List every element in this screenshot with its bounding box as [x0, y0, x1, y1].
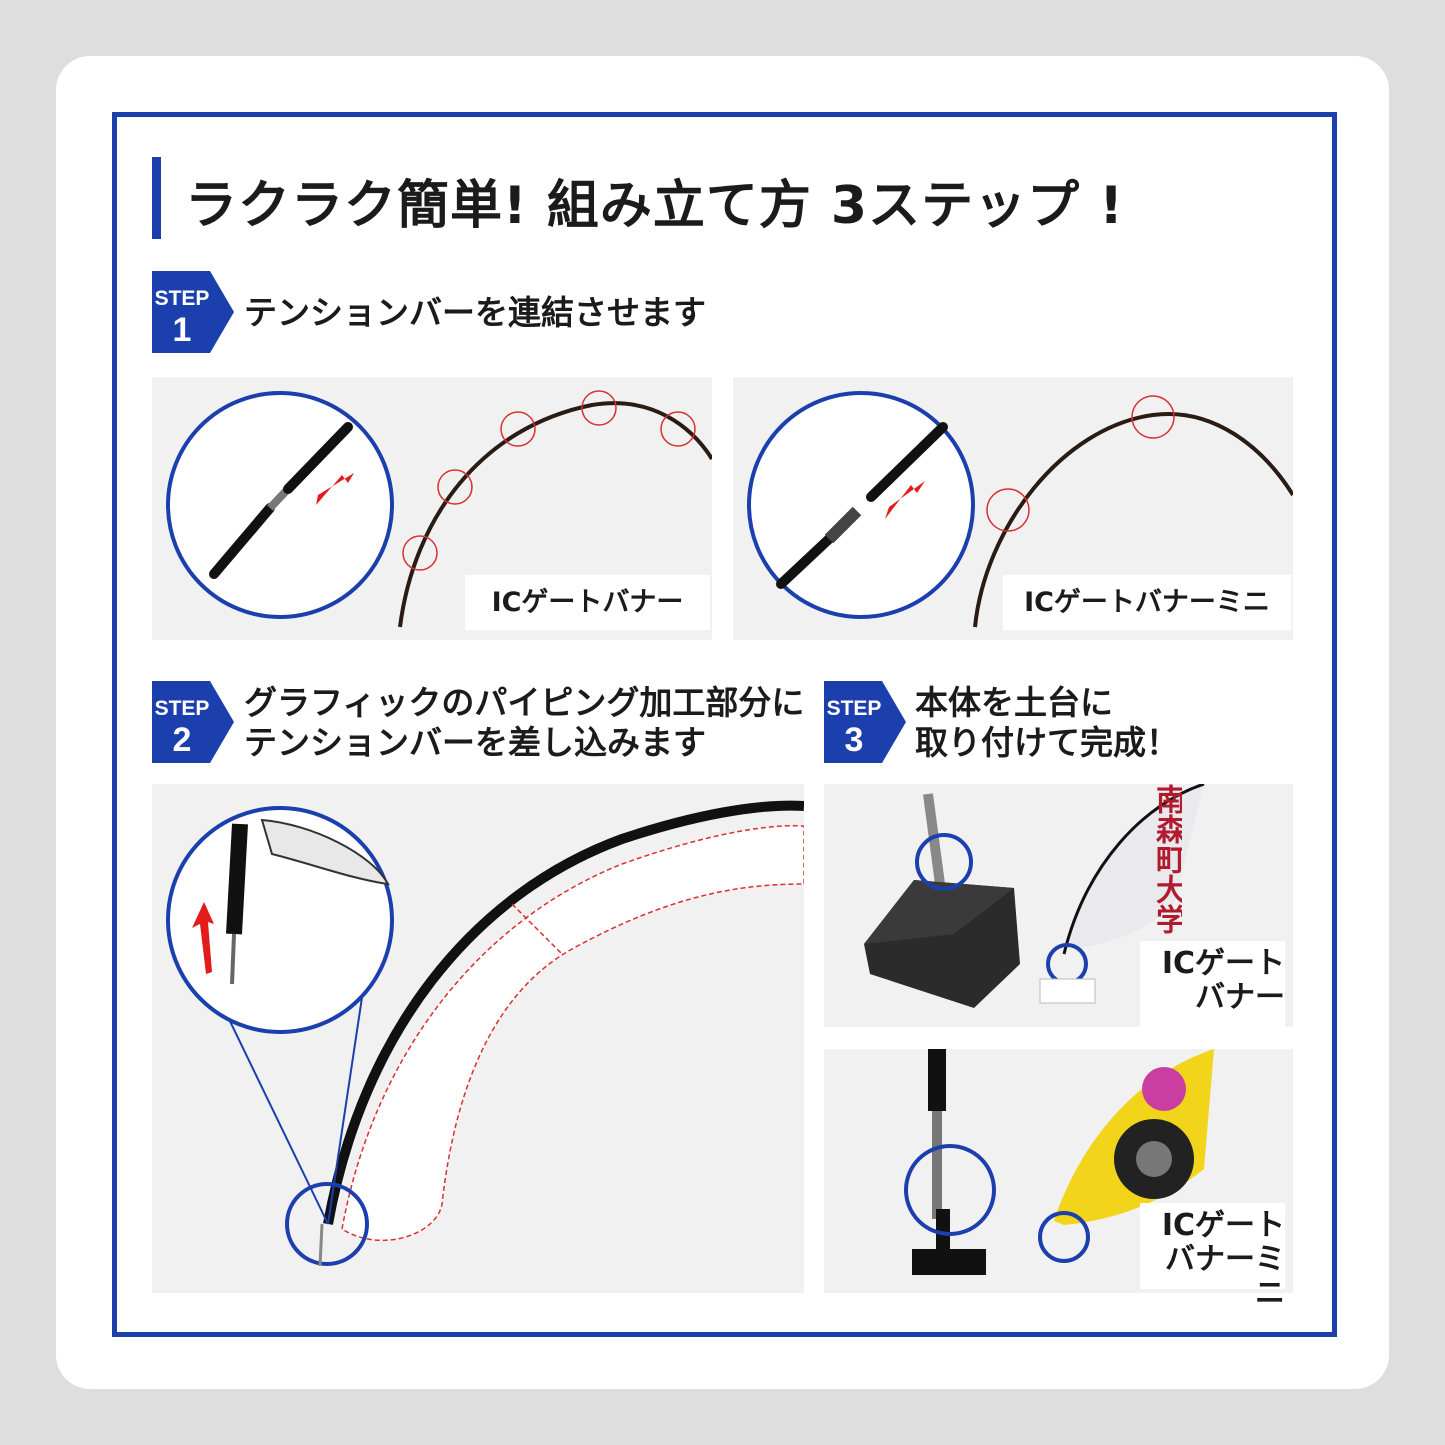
caption-banner: ICゲートバナー [465, 575, 710, 630]
flag-print-text: 南森町大学 [1150, 784, 1182, 934]
step-1-text: テンションバーを連結させます [244, 293, 706, 332]
caption-banner-mini: ICゲートバナーミニ [1003, 575, 1291, 630]
page-title: ラクラク簡単! 組み立て方 3ステップ ! [185, 176, 1124, 236]
step-2-word: STEP [155, 697, 210, 720]
step-2-line-2: テンションバーを差し込みます [244, 723, 706, 762]
title-accent-bar [152, 157, 161, 239]
arrow-down-left-icon [316, 473, 354, 505]
caption-banner-line-1: ICゲート [1161, 946, 1285, 981]
step-3-word: STEP [827, 697, 882, 720]
step-1-word: STEP [155, 287, 210, 310]
caption-banner-2line: ICゲート バナー [1140, 941, 1285, 1029]
step-1-number: 1 [173, 311, 192, 349]
caption-banner-line-2: バナー [1195, 980, 1285, 1015]
caption-mini-line-2: バナーミニ [1165, 1242, 1285, 1311]
step-2-number: 2 [173, 721, 192, 759]
step-3-panel-banner [824, 784, 1293, 1027]
step-3-badge: STEP 3 [824, 681, 906, 763]
step-2-line-1: グラフィックのパイピング加工部分に [244, 683, 805, 722]
step-1-badge: STEP 1 [152, 271, 234, 353]
step-3-line-1: 本体を土台に [915, 683, 1113, 722]
caption-mini-line-1: ICゲート [1161, 1208, 1285, 1243]
arrow-up-icon [192, 902, 214, 974]
arrow-down-left-icon [885, 481, 925, 519]
step-2-panel [152, 784, 804, 1293]
step-3-line-2: 取り付けて完成！ [915, 723, 1179, 762]
step-2-badge: STEP 2 [152, 681, 234, 763]
caption-mini-2line: ICゲート バナーミニ [1140, 1203, 1285, 1311]
step-3-number: 3 [845, 721, 864, 759]
